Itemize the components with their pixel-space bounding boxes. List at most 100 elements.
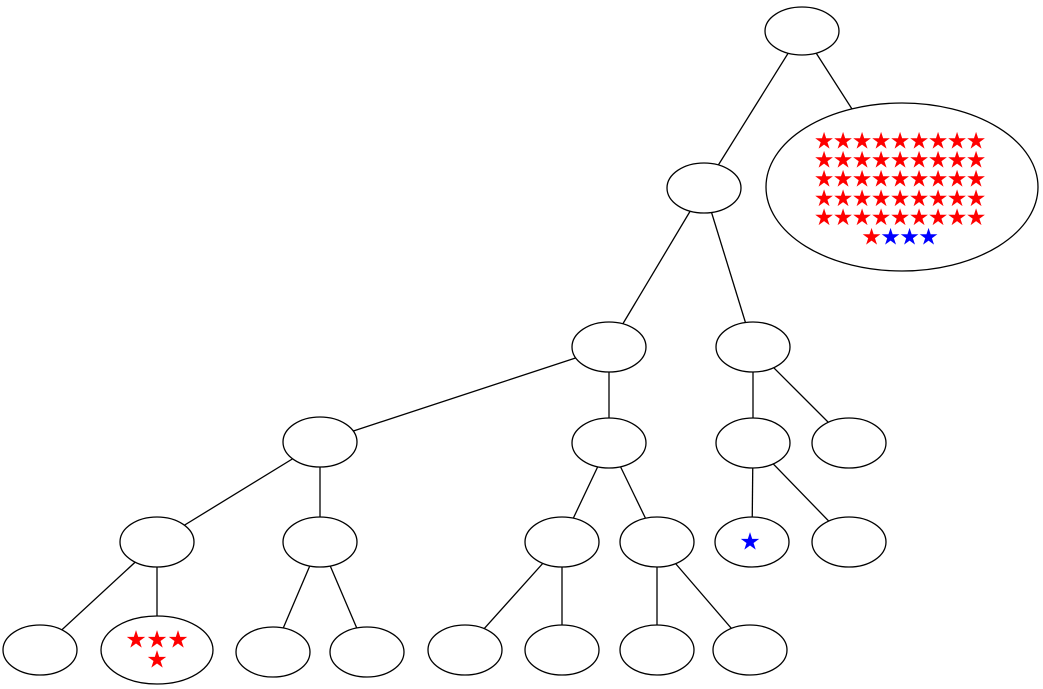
- node-ellipse-root: [764, 6, 840, 56]
- red-star-icon: ★: [833, 205, 854, 231]
- blue-star-icon: ★: [880, 224, 901, 250]
- tree-node-stars-large: ★★★★★★★★★★★★★★★★★★★★★★★★★★★★★★★★★★★★★★★★…: [765, 102, 1039, 272]
- node-ellipse-n1a1: [282, 416, 358, 468]
- red-star-icon: ★: [909, 205, 930, 231]
- node-ellipse-stars-large: [765, 102, 1039, 272]
- node-ellipse-n1b1: [715, 417, 791, 469]
- red-star-icon: ★: [852, 205, 873, 231]
- tree-edge-root-n1: [703, 30, 803, 189]
- red-star-icon: ★: [852, 128, 873, 154]
- node-ellipse-n1a2b: [619, 516, 695, 568]
- red-star-icon: ★: [146, 646, 168, 674]
- tree-node-n1: [666, 162, 742, 214]
- red-star-icon: ★: [814, 167, 835, 193]
- red-star-icon: ★: [966, 147, 987, 173]
- red-star-icon: ★: [928, 147, 949, 173]
- red-star-icon: ★: [928, 167, 949, 193]
- red-star-icon: ★: [871, 186, 892, 212]
- node-ellipse-leaf5: [427, 624, 503, 676]
- red-star-icon: ★: [890, 147, 911, 173]
- red-star-icon: ★: [947, 147, 968, 173]
- tree-node-leaf1: [2, 624, 78, 676]
- tree-node-leaf5: [427, 624, 503, 676]
- tree-node-star-blue: ★: [714, 516, 790, 568]
- red-star-icon: ★: [146, 626, 168, 654]
- red-star-icon: ★: [890, 128, 911, 154]
- node-ellipse-n1a2: [571, 417, 647, 469]
- node-ellipse-n1a: [571, 321, 647, 373]
- red-star-icon: ★: [871, 167, 892, 193]
- tree-node-n1a1a: [119, 516, 195, 568]
- red-star-icon: ★: [814, 186, 835, 212]
- tree-node-n1a1b: [282, 516, 358, 568]
- tree-node-n1b: [715, 321, 791, 373]
- tree-node-leaf8: [712, 624, 788, 676]
- red-star-icon: ★: [833, 186, 854, 212]
- tree-node-n1b2: [811, 417, 887, 469]
- node-ellipse-n1a1b: [282, 516, 358, 568]
- red-star-icon: ★: [852, 147, 873, 173]
- node-ellipse-stars-small: [100, 615, 214, 685]
- tree-node-leaf3: [235, 626, 311, 678]
- tree-node-n1a1: [282, 416, 358, 468]
- red-star-icon: ★: [928, 186, 949, 212]
- node-ellipse-star-blue: [714, 516, 790, 568]
- red-star-icon: ★: [167, 626, 189, 654]
- red-star-icon: ★: [125, 626, 147, 654]
- tree-node-n1b1b: [811, 516, 887, 568]
- red-star-icon: ★: [928, 205, 949, 231]
- red-star-icon: ★: [890, 167, 911, 193]
- red-star-icon: ★: [852, 186, 873, 212]
- node-ellipse-leaf7: [619, 624, 695, 676]
- red-star-icon: ★: [947, 186, 968, 212]
- red-star-icon: ★: [909, 128, 930, 154]
- red-star-icon: ★: [947, 167, 968, 193]
- node-ellipse-n1: [666, 162, 742, 214]
- node-ellipse-leaf3: [235, 626, 311, 678]
- node-ellipse-leaf6: [524, 624, 600, 676]
- red-star-icon: ★: [966, 186, 987, 212]
- red-star-icon: ★: [909, 167, 930, 193]
- node-ellipse-n1a1a: [119, 516, 195, 568]
- node-ellipse-n1b1b: [811, 516, 887, 568]
- red-star-icon: ★: [833, 147, 854, 173]
- red-star-icon: ★: [966, 205, 987, 231]
- red-star-icon: ★: [909, 147, 930, 173]
- red-star-icon: ★: [861, 224, 882, 250]
- red-star-icon: ★: [871, 147, 892, 173]
- red-star-icon: ★: [833, 167, 854, 193]
- red-star-icon: ★: [890, 186, 911, 212]
- node-ellipse-leaf4: [329, 626, 405, 678]
- tree-node-root: [764, 6, 840, 56]
- node-ellipse-n1b: [715, 321, 791, 373]
- red-star-icon: ★: [966, 167, 987, 193]
- blue-star-icon: ★: [918, 224, 939, 250]
- tree-edge-n1-n1a: [608, 187, 705, 348]
- red-star-icon: ★: [928, 128, 949, 154]
- node-ellipse-n1a2a: [524, 516, 600, 568]
- red-star-icon: ★: [890, 205, 911, 231]
- blue-star-icon: ★: [739, 528, 761, 556]
- tree-node-n1a: [571, 321, 647, 373]
- tree-edge-n1a-n1a1: [319, 346, 610, 443]
- tree-node-leaf4: [329, 626, 405, 678]
- red-star-icon: ★: [833, 128, 854, 154]
- red-star-icon: ★: [871, 205, 892, 231]
- node-ellipse-leaf8: [712, 624, 788, 676]
- tree-node-n1a2a: [524, 516, 600, 568]
- tree-node-leaf7: [619, 624, 695, 676]
- blue-star-icon: ★: [899, 224, 920, 250]
- red-star-icon: ★: [871, 128, 892, 154]
- red-star-icon: ★: [947, 128, 968, 154]
- red-star-icon: ★: [814, 205, 835, 231]
- red-star-icon: ★: [909, 186, 930, 212]
- tree-node-stars-small: ★★★★: [100, 615, 214, 685]
- node-ellipse-n1b2: [811, 417, 887, 469]
- red-star-icon: ★: [852, 167, 873, 193]
- node-ellipse-leaf1: [2, 624, 78, 676]
- tree-edge-n1-n1b: [703, 187, 754, 348]
- tree-node-n1a2: [571, 417, 647, 469]
- tree-node-n1a2b: [619, 516, 695, 568]
